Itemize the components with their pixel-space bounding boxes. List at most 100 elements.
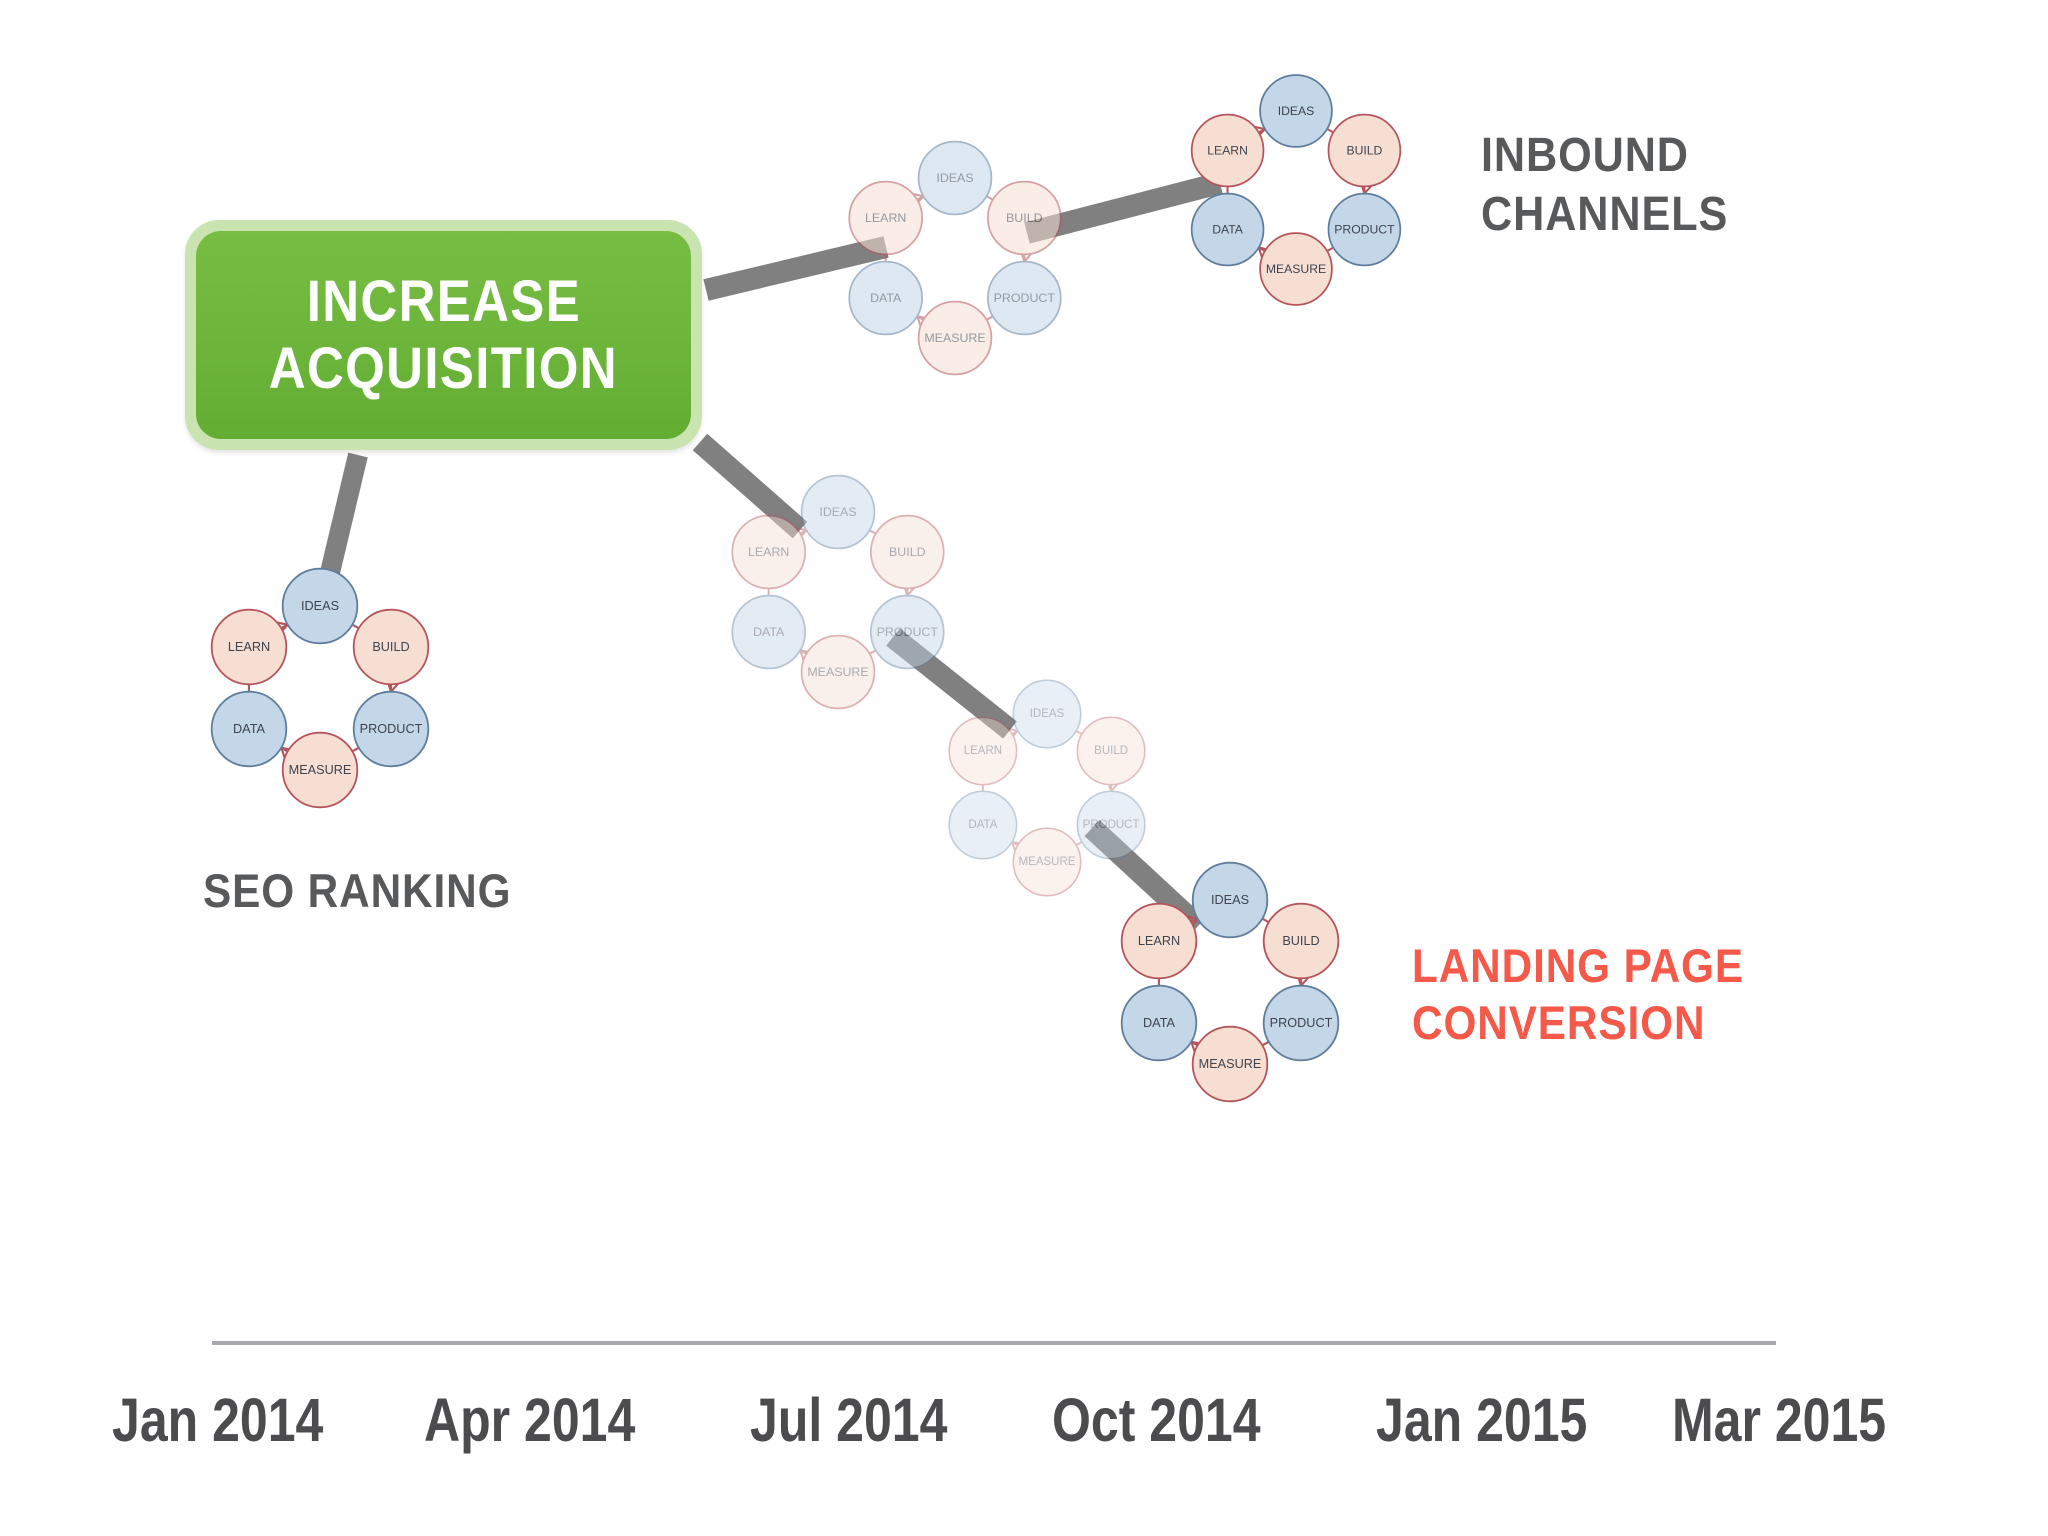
cycle-node-learn[interactable] [210, 608, 288, 686]
timeline-tick-1: Apr 2014 [424, 1386, 636, 1454]
cycle-arrowhead-product [1105, 776, 1122, 793]
cycle-node-measure[interactable] [281, 731, 359, 809]
cycle-node-data[interactable] [1190, 192, 1265, 267]
cycle-arrow-learn [1011, 729, 1019, 736]
cycle-node-label-build: BUILD [1282, 934, 1319, 948]
timeline-axis [212, 1341, 1776, 1345]
label-seo-ranking: SEO RANKING [203, 862, 511, 919]
cycle-node-ideas[interactable] [917, 140, 993, 216]
goal-card[interactable]: INCREASE ACQUISITION [185, 220, 702, 450]
cycle-node-label-product: PRODUCT [1334, 223, 1395, 237]
cycle-node-build[interactable] [1262, 902, 1340, 980]
cycle-arrow-measure [1011, 840, 1019, 847]
cycle-node-learn[interactable] [848, 180, 923, 256]
cycle-node-product[interactable] [352, 690, 430, 768]
cycle-landing-3[interactable]: IDEAS BUILD PRODUCT MEASURE DATA LEARN [1120, 861, 1340, 1103]
cycle-node-product[interactable] [870, 594, 945, 670]
cycle-node-label-measure: MEASURE [924, 331, 985, 345]
label-inbound-line2: CHANNELS [1481, 187, 1729, 241]
cycle-node-label-learn: LEARN [228, 640, 270, 654]
label-landing-line2: CONVERSION [1412, 996, 1706, 1050]
cycle-arrow-ideas [986, 195, 994, 201]
cycle-arrowhead-product [901, 580, 919, 597]
cycle-node-label-data: DATA [968, 819, 997, 831]
lean-cycle-group: IDEAS BUILD PRODUCT MEASURE DATA LEARN IDEAS BU… [210, 74, 1402, 1103]
timeline-tick-4: Jan 2015 [1376, 1386, 1588, 1454]
cycle-node-measure[interactable] [917, 300, 993, 376]
cycle-node-label-ideas: IDEAS [1211, 893, 1249, 907]
cycle-node-label-ideas: IDEAS [1278, 104, 1315, 118]
cycle-node-label-data: DATA [1143, 1016, 1175, 1030]
cycle-node-ideas[interactable] [1012, 679, 1082, 749]
cycle-node-label-build: BUILD [1006, 211, 1043, 225]
cycle-node-learn[interactable] [731, 514, 806, 590]
cycle-node-measure[interactable] [1191, 1025, 1269, 1103]
cycle-node-label-learn: LEARN [748, 545, 789, 559]
cycle-node-learn[interactable] [1190, 113, 1265, 188]
cycle-node-data[interactable] [948, 790, 1018, 860]
timeline-tick-5: Mar 2015 [1672, 1386, 1887, 1454]
cycle-node-label-measure: MEASURE [807, 665, 868, 679]
cycle-node-build[interactable] [870, 514, 945, 590]
cycle-arrow-ideas [869, 529, 877, 535]
cycle-node-data[interactable] [210, 690, 288, 768]
cycle-node-build[interactable] [1327, 113, 1402, 188]
cycle-node-measure[interactable] [1012, 827, 1082, 897]
cycle-node-label-data: DATA [753, 625, 785, 639]
cycle-arrow-product [1326, 246, 1334, 252]
cycle-arrow-ideas [1075, 729, 1083, 736]
cycle-arrow-ideas [351, 623, 360, 630]
cycle-node-ideas[interactable] [1191, 861, 1269, 939]
cycle-arrow-product [1075, 840, 1083, 847]
cycle-arrow-ideas [1326, 128, 1334, 134]
cycle-node-label-product: PRODUCT [994, 291, 1056, 305]
cycle-node-product[interactable] [1327, 192, 1402, 267]
cycle-node-label-learn: LEARN [1138, 934, 1180, 948]
cycle-node-product[interactable] [1262, 984, 1340, 1062]
timeline-tick-0: Jan 2014 [112, 1386, 324, 1454]
cycle-node-label-measure: MEASURE [1199, 1057, 1262, 1071]
cycle-arrowhead-ideas [790, 526, 808, 543]
cycle-node-build[interactable] [352, 608, 430, 686]
cycle-node-label-product: PRODUCT [1270, 1016, 1333, 1030]
label-landing-line1: LANDING PAGE [1412, 939, 1744, 992]
cycle-node-data[interactable] [1120, 984, 1198, 1062]
cycle-node-data[interactable] [731, 594, 806, 670]
goal-title-line1: INCREASE [306, 268, 581, 334]
cycle-node-learn[interactable] [1120, 902, 1198, 980]
cycle-node-ideas[interactable] [800, 474, 876, 550]
cycle-node-label-data: DATA [1212, 223, 1244, 237]
goal-title-line2: ACQUISITION [268, 336, 619, 401]
cycle-node-label-learn: LEARN [865, 211, 906, 225]
cycle-node-build[interactable] [987, 180, 1062, 256]
cycle-node-ideas[interactable] [281, 567, 359, 645]
goal-card-inner: INCREASE ACQUISITION [196, 231, 691, 439]
conn-goal-to-landing1 [692, 433, 808, 539]
cycle-node-product[interactable] [987, 260, 1062, 336]
cycle-node-label-ideas: IDEAS [819, 505, 856, 519]
cycle-node-data[interactable] [848, 260, 923, 336]
cycle-arrowhead-data [1011, 840, 1027, 857]
cycle-node-label-measure: MEASURE [1019, 856, 1076, 868]
cycle-node-measure[interactable] [1259, 232, 1333, 306]
cycle-node-ideas[interactable] [1259, 74, 1333, 148]
cycle-node-label-product: PRODUCT [877, 625, 939, 639]
cycle-node-label-measure: MEASURE [1266, 262, 1326, 276]
cycle-node-label-measure: MEASURE [289, 763, 352, 777]
label-landing-page-conversion: LANDING PAGE CONVERSION [1412, 937, 1744, 1052]
cycle-node-measure[interactable] [800, 634, 876, 710]
label-inbound-line1: INBOUND [1481, 129, 1689, 182]
cycle-node-build[interactable] [1076, 716, 1146, 786]
cycle-arrow-ideas [1261, 917, 1270, 924]
cycle-arrow-product [351, 746, 360, 753]
cycle-arrowhead-data [799, 649, 817, 666]
label-inbound-channels: INBOUND CHANNELS [1481, 127, 1728, 244]
cycle-node-label-learn: LEARN [964, 745, 1002, 757]
cycle-node-learn[interactable] [948, 716, 1018, 786]
cycle-node-product[interactable] [1076, 790, 1146, 860]
